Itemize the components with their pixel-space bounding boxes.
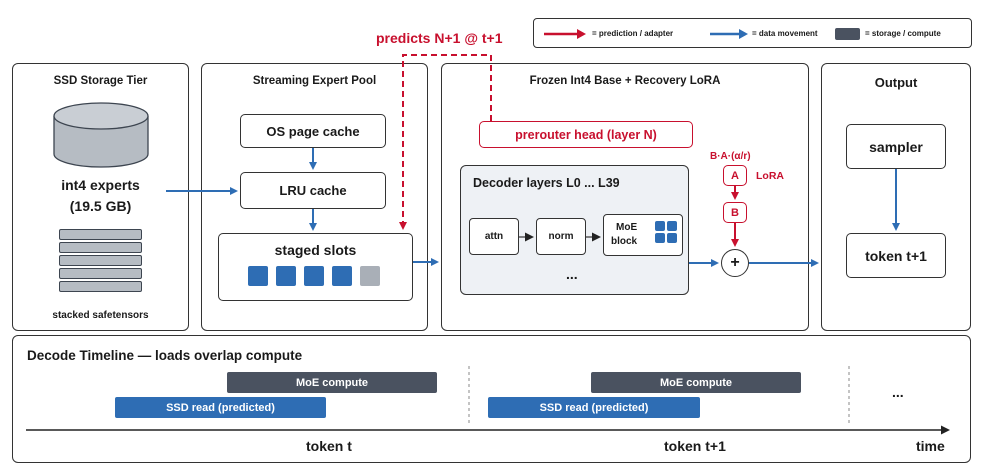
predicts-label: predicts N+1 @ t+1 xyxy=(376,30,503,46)
sampler-box: sampler xyxy=(846,124,946,169)
staged-slots-label: staged slots xyxy=(274,242,357,258)
moe-expert-1 xyxy=(655,221,665,231)
moe-expert-4 xyxy=(667,233,677,243)
lora-formula: B·A·(α/r) xyxy=(710,151,751,162)
disk-icon xyxy=(53,102,149,168)
pool-panel-title: Streaming Expert Pool xyxy=(252,75,377,87)
ssd-storage-panel: SSD Storage Tier int4 experts (19.5 GB) … xyxy=(12,63,189,331)
attn-box: attn xyxy=(469,218,519,255)
moe-line1: MoE xyxy=(616,222,638,233)
lora-b-box: B xyxy=(723,202,747,223)
legend-data-movement-label: = data movement xyxy=(752,29,818,38)
moe-compute-bar-2: MoE compute xyxy=(591,372,801,393)
prerouter-head-box: prerouter head (layer N) xyxy=(479,121,693,148)
stacked-safetensors-label: stacked safetensors xyxy=(52,310,149,321)
ssd-panel-title: SSD Storage Tier xyxy=(53,75,148,87)
ssd-read-bar-2: SSD read (predicted) xyxy=(488,397,700,418)
moe-line2: block xyxy=(611,236,638,247)
moe-expert-3 xyxy=(655,233,665,243)
decoder-layers-title: Decoder layers L0 ... L39 xyxy=(473,176,620,190)
lora-a-box: A xyxy=(723,165,747,186)
timeline-title: Decode Timeline — loads overlap compute xyxy=(27,348,303,363)
legend-swatches xyxy=(544,28,860,40)
int4-experts-size: (19.5 GB) xyxy=(69,198,132,214)
legend-prediction-label: = prediction / adapter xyxy=(592,29,674,38)
int4-experts-label: int4 experts xyxy=(61,177,140,193)
slot-filled-1 xyxy=(248,266,268,286)
legend: = prediction / adapter = data movement =… xyxy=(533,18,972,48)
sum-node: + xyxy=(721,249,749,277)
slot-empty xyxy=(360,266,380,286)
time-label: time xyxy=(916,438,945,454)
decoder-ellipsis: ... xyxy=(566,266,578,282)
norm-box: norm xyxy=(536,218,586,255)
prediction-dashed-path xyxy=(399,54,492,230)
moe-compute-bar-1: MoE compute xyxy=(227,372,437,393)
os-page-cache-box: OS page cache xyxy=(240,114,386,148)
lru-cache-box: LRU cache xyxy=(240,172,386,209)
sum-plus: + xyxy=(730,254,740,271)
legend-storage-label: = storage / compute xyxy=(865,29,941,38)
output-panel-title: Output xyxy=(874,75,918,90)
slot-filled-3 xyxy=(304,266,324,286)
lora-label: LoRA xyxy=(756,170,784,182)
stacked-files-icon xyxy=(59,229,142,304)
slot-filled-4 xyxy=(332,266,352,286)
frozen-panel-title: Frozen Int4 Base + Recovery LoRA xyxy=(529,75,721,87)
token-t-label: token t xyxy=(306,438,352,454)
ssd-read-bar-1: SSD read (predicted) xyxy=(115,397,326,418)
timeline-ellipsis: ... xyxy=(892,384,904,400)
slot-filled-2 xyxy=(276,266,296,286)
moe-expert-2 xyxy=(667,221,677,231)
token-t1-label: token t+1 xyxy=(664,438,726,454)
token-output-box: token t+1 xyxy=(846,233,946,278)
